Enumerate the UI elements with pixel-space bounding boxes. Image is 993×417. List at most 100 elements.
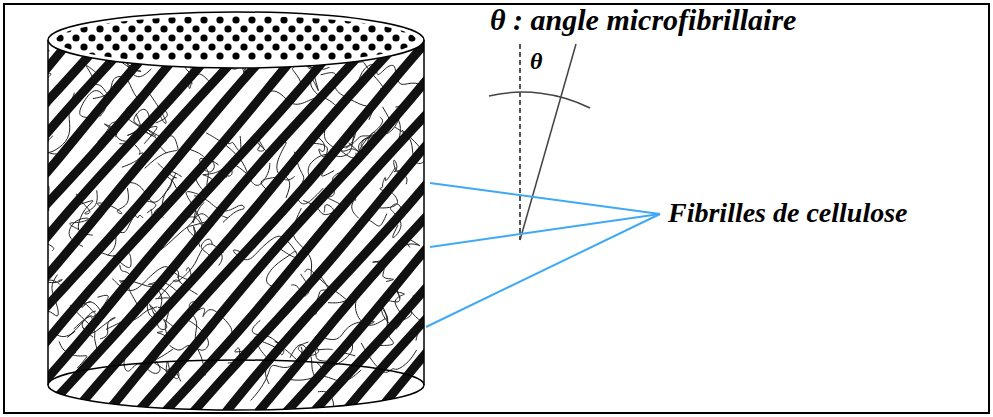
fibril-section bbox=[296, 34, 303, 41]
fibril-section bbox=[144, 25, 151, 32]
matrix-strand bbox=[17, 206, 49, 227]
fibril-section bbox=[112, 43, 119, 50]
fibril-section bbox=[200, 16, 207, 23]
fibril-section bbox=[184, 16, 191, 23]
fibril-section bbox=[376, 16, 383, 23]
fibril-section bbox=[320, 43, 327, 50]
fibril-section bbox=[72, 34, 79, 41]
fibril-section bbox=[360, 34, 367, 41]
fibril-section bbox=[296, 16, 303, 23]
axis-line bbox=[519, 44, 521, 240]
fibril-section bbox=[232, 34, 239, 41]
fibril-section bbox=[384, 25, 391, 32]
fibril-section bbox=[272, 43, 279, 50]
fibril-section bbox=[64, 25, 71, 32]
cellulose-fibril bbox=[0, 0, 26, 417]
fibril-section bbox=[400, 25, 407, 32]
fibril-section bbox=[256, 43, 263, 50]
fibril-section bbox=[104, 34, 111, 41]
annotation-label: θ : angle microfibrillaire bbox=[490, 3, 796, 38]
annotation-label: θ bbox=[530, 48, 542, 76]
fibril-section bbox=[128, 43, 135, 50]
fibril-section bbox=[200, 34, 207, 41]
fibril-section bbox=[312, 34, 319, 41]
cellulose-fibril bbox=[0, 0, 56, 417]
cylinder-top bbox=[48, 12, 424, 68]
fibril-section bbox=[344, 34, 351, 41]
fibril-section bbox=[248, 34, 255, 41]
fibril-section bbox=[368, 43, 375, 50]
fibril-section bbox=[408, 16, 415, 23]
fibril-section bbox=[208, 25, 215, 32]
angle-arc bbox=[489, 92, 590, 108]
fibril-section bbox=[104, 16, 111, 23]
fibril-section bbox=[112, 25, 119, 32]
fibril-section bbox=[216, 52, 223, 59]
fibril-section bbox=[192, 43, 199, 50]
fibril-section bbox=[320, 25, 327, 32]
fibril-section bbox=[224, 25, 231, 32]
fibril-section bbox=[88, 16, 95, 23]
cellulose-fibril bbox=[330, 0, 717, 417]
fibril-section bbox=[160, 25, 167, 32]
fibril-section bbox=[376, 52, 383, 59]
fibril-section bbox=[256, 25, 263, 32]
leader-line bbox=[430, 183, 660, 214]
fibril-section bbox=[248, 52, 255, 59]
fibril-section bbox=[288, 25, 295, 32]
fibril-section bbox=[280, 34, 287, 41]
fibril-section bbox=[168, 16, 175, 23]
fibril-section bbox=[360, 52, 367, 59]
fibril-section bbox=[336, 43, 343, 50]
fibril-section bbox=[304, 25, 311, 32]
fibril-section bbox=[88, 52, 95, 59]
fibril-section bbox=[152, 52, 159, 59]
fibril-section bbox=[400, 43, 407, 50]
fibril-section bbox=[352, 25, 359, 32]
fibril-section bbox=[200, 52, 207, 59]
fibril-section bbox=[280, 52, 287, 59]
fibril-section bbox=[312, 52, 319, 59]
fibril-section bbox=[240, 43, 247, 50]
fibril-section bbox=[328, 34, 335, 41]
fibril-section bbox=[344, 52, 351, 59]
fibril-section bbox=[392, 16, 399, 23]
fibril-section bbox=[304, 43, 311, 50]
fibril-section bbox=[344, 16, 351, 23]
fibril-section bbox=[224, 43, 231, 50]
fibril-section bbox=[264, 52, 271, 59]
fibril-section bbox=[56, 52, 63, 59]
fibril-section bbox=[336, 25, 343, 32]
fibril-section bbox=[288, 43, 295, 50]
fibril-section bbox=[264, 34, 271, 41]
fibril-section bbox=[376, 34, 383, 41]
matrix-strand bbox=[6, 186, 49, 211]
fibril-section bbox=[168, 52, 175, 59]
annotation-label: Fibrilles de cellulose bbox=[668, 197, 908, 229]
fibril-section bbox=[328, 52, 335, 59]
leader-line bbox=[426, 214, 660, 327]
fibril-section bbox=[168, 34, 175, 41]
fibril-section bbox=[56, 34, 63, 41]
fibril-section bbox=[192, 25, 199, 32]
fibril-section bbox=[296, 52, 303, 59]
fibril-section bbox=[72, 52, 79, 59]
fibril-section bbox=[216, 34, 223, 41]
leader-lines bbox=[426, 183, 660, 327]
fibril-section bbox=[120, 34, 127, 41]
fibril-section bbox=[144, 43, 151, 50]
fibril-section bbox=[328, 16, 335, 23]
fibril-section bbox=[120, 52, 127, 59]
fibril-section bbox=[216, 16, 223, 23]
fibril-section bbox=[360, 16, 367, 23]
fibril-section bbox=[392, 34, 399, 41]
fibril-section bbox=[176, 43, 183, 50]
fibril-section bbox=[136, 52, 143, 59]
fibril-section bbox=[408, 34, 415, 41]
fibril-section bbox=[96, 43, 103, 50]
cellulose-fibril bbox=[297, 0, 686, 417]
fibril-section bbox=[232, 52, 239, 59]
fibril-section bbox=[312, 16, 319, 23]
fibril-section bbox=[184, 52, 191, 59]
matrix-strand bbox=[5, 93, 53, 114]
